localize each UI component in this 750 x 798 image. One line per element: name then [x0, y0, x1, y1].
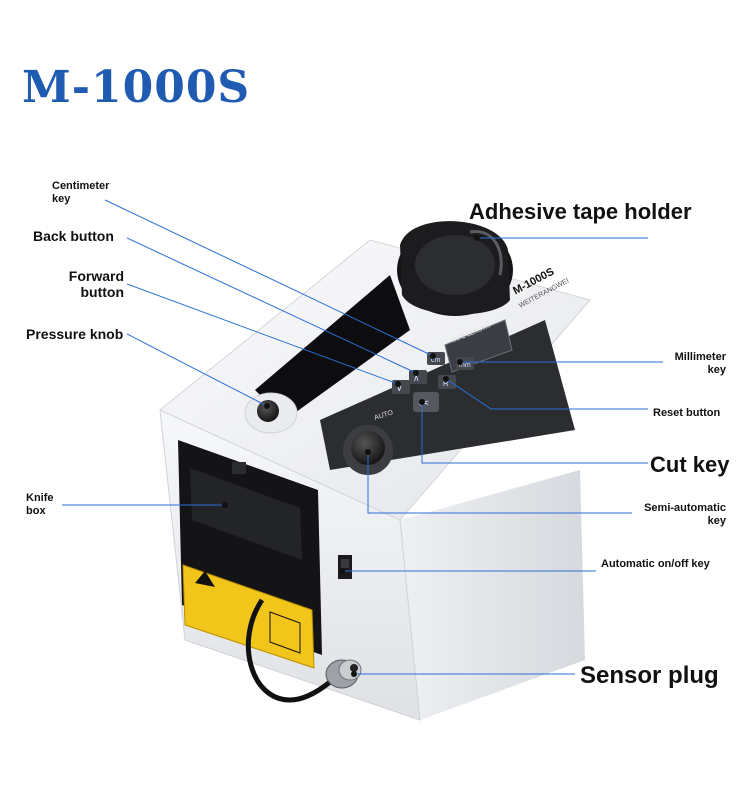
tape-holder [397, 221, 513, 316]
leader-lines [62, 199, 663, 675]
label-cut-key: Cut key [650, 452, 730, 477]
cm-key-label: cm [431, 357, 441, 364]
product-title: M-1000S [22, 62, 251, 113]
reset-key[interactable]: R [438, 375, 456, 389]
auto-switch[interactable] [338, 555, 352, 579]
pressure-knob[interactable] [244, 392, 298, 434]
forward-key-label: ∨ [396, 384, 403, 394]
mm-key-label: mm [459, 362, 471, 369]
label-knife-box: Knife box [26, 492, 54, 517]
label-millimeter-key: Millimeter key [674, 351, 726, 376]
forward-key[interactable]: ∨ [392, 380, 410, 394]
label-forward-button: Forward button [68, 268, 124, 301]
warning-sticker [182, 564, 315, 669]
cut-key[interactable]: ✂ [413, 392, 439, 412]
label-back-button: Back button [33, 228, 114, 244]
label-adhesive-tape-holder: Adhesive tape holder [469, 199, 692, 224]
sensor-cable [246, 598, 332, 703]
label-sensor-plug: Sensor plug [580, 662, 719, 689]
label-semi-automatic-key: Semi-automatic key [644, 502, 726, 527]
tape-slot [255, 275, 410, 420]
leader-dots [222, 235, 480, 677]
label-pressure-knob: Pressure knob [26, 326, 124, 342]
reset-key-label: R [443, 379, 449, 388]
machine-side-panel [400, 470, 585, 720]
label-centimeter-key: Centimeter key [52, 180, 110, 205]
label-reset-button: Reset button [653, 407, 721, 419]
label-automatic-onoff-key: Automatic on/off key [601, 558, 710, 570]
leader-centimeter [104, 199, 434, 357]
back-key-label: ∧ [413, 374, 420, 384]
